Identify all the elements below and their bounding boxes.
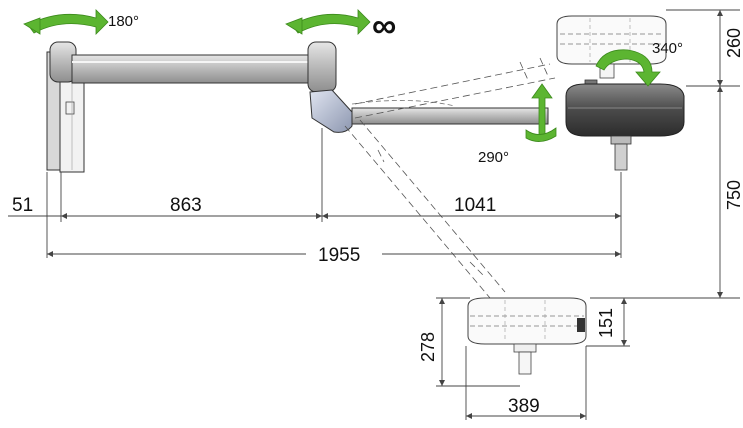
extension-arm [71, 54, 319, 84]
vertical-dimension-lines-right [590, 9, 740, 299]
rotation-arrow-head [595, 49, 661, 87]
spring-arm-upper-position [354, 57, 556, 119]
rotation-arrow-spring-arm [525, 83, 557, 142]
dimension-389: 389 [508, 396, 540, 417]
spring-arm-lower-position [344, 119, 506, 299]
elbow-joint [307, 41, 353, 133]
dimension-278: 278 [418, 332, 438, 362]
dimension-260: 260 [724, 28, 743, 58]
lamp-head-lower-position [467, 297, 587, 375]
horizontal-dimension-lines [8, 128, 622, 258]
lower-lamp-dimension-lines [436, 297, 630, 420]
dimension-151: 151 [596, 308, 616, 338]
dimension-750: 750 [724, 180, 743, 210]
rotation-label-spring-arm: 290° [478, 149, 509, 166]
spring-arm [351, 100, 549, 125]
dimension-863: 863 [170, 195, 202, 216]
dimension-1955: 1955 [318, 245, 360, 266]
rotation-arrow-elbow [285, 9, 371, 35]
wall-bracket [46, 41, 85, 173]
rotation-label-elbow: ∞ [372, 7, 396, 45]
label-bg-1955 [306, 241, 382, 267]
rotation-arrow-wall [23, 9, 109, 35]
dimension-1041: 1041 [454, 195, 496, 216]
rotation-label-wall: 180° [108, 13, 139, 30]
lamp-head-main [565, 79, 685, 171]
dimension-51: 51 [12, 195, 33, 216]
rotation-label-head: 340° [652, 40, 683, 57]
